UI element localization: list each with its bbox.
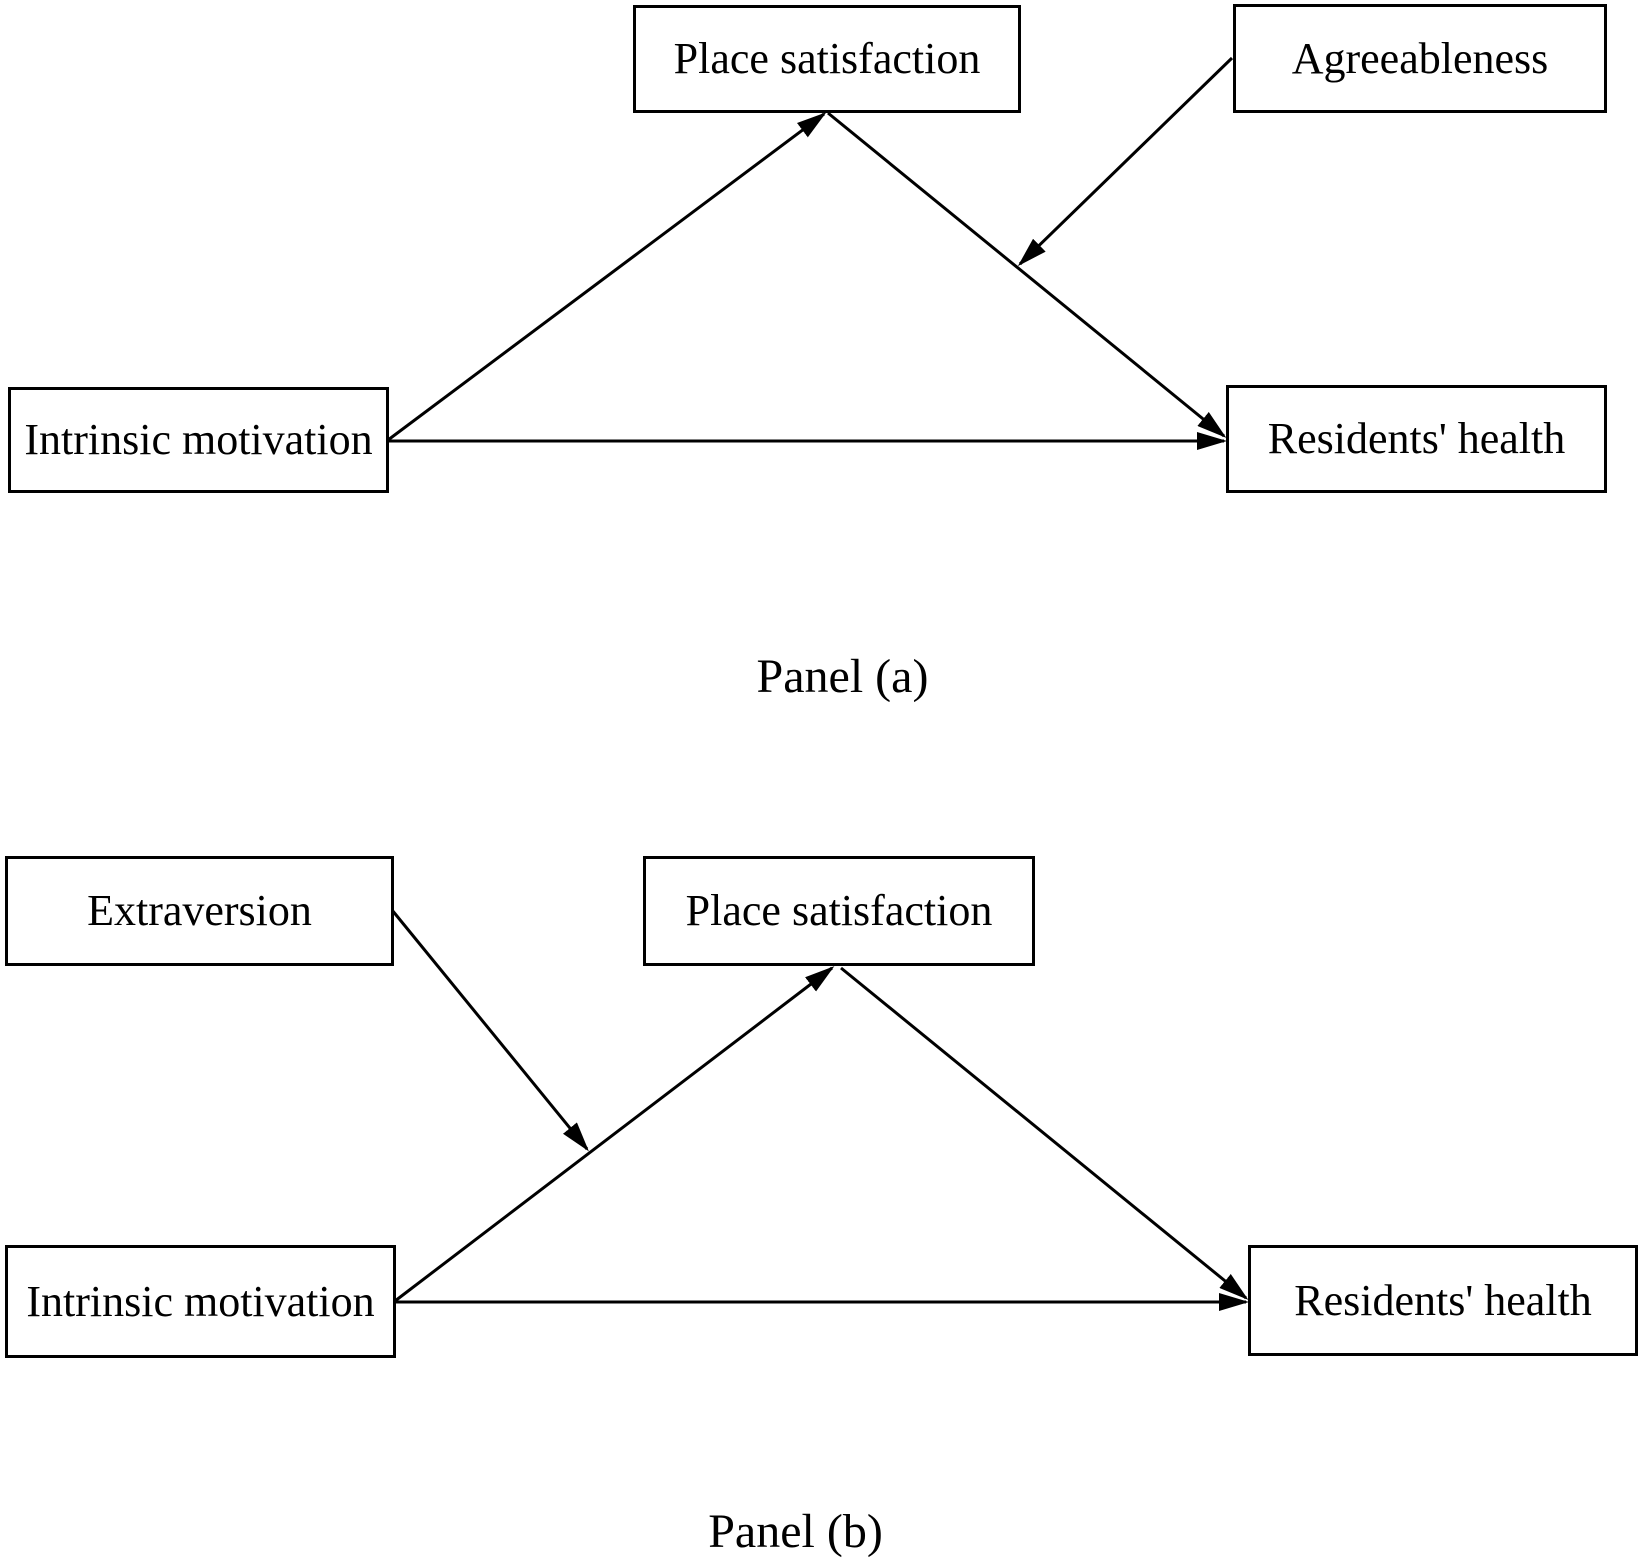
- arrow-a-agreeableness-moderation: [1017, 56, 1234, 267]
- node-residents-health-b: Residents' health: [1248, 1245, 1638, 1356]
- arrow-a-intrinsic-to-place-satisfaction: [387, 112, 827, 442]
- arrow-b-place-satisfaction-to-residents-health: [840, 966, 1249, 1300]
- node-residents-health-a: Residents' health: [1226, 385, 1607, 493]
- node-place-satisfaction-a: Place satisfaction: [633, 5, 1021, 113]
- node-agreeableness: Agreeableness: [1233, 4, 1607, 113]
- node-intrinsic-motivation-b: Intrinsic motivation: [5, 1245, 396, 1358]
- arrow-b-extraversion-moderation: [390, 909, 589, 1152]
- node-intrinsic-motivation-a: Intrinsic motivation: [8, 387, 389, 493]
- panel-b-caption: Panel (b): [708, 1505, 883, 1558]
- node-place-satisfaction-b: Place satisfaction: [643, 856, 1035, 966]
- arrow-a-place-satisfaction-to-residents-health: [827, 111, 1227, 438]
- node-extraversion: Extraversion: [5, 856, 394, 966]
- panel-a-caption: Panel (a): [756, 650, 929, 703]
- arrow-b-intrinsic-to-place-satisfaction: [394, 966, 835, 1303]
